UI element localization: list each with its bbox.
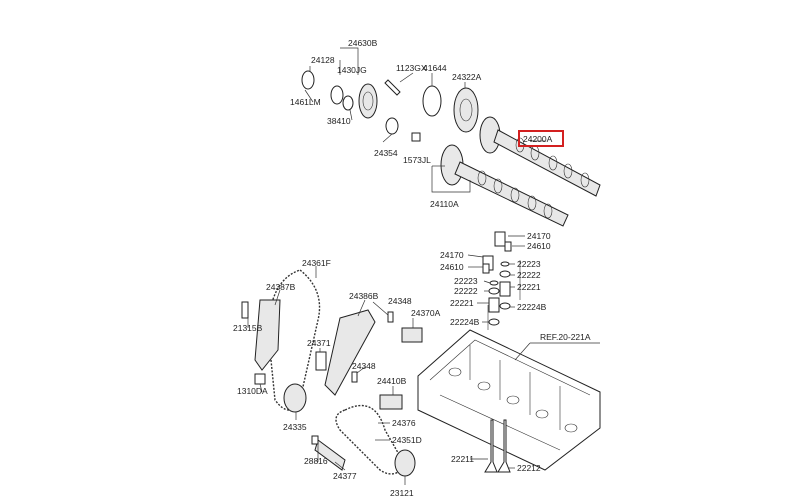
- ring-24128[interactable]: [330, 85, 344, 105]
- label-24348b[interactable]: 24348: [352, 361, 376, 371]
- label-1461LM[interactable]: 1461LM: [290, 97, 321, 107]
- label-1430JG[interactable]: 1430JG: [337, 65, 367, 75]
- bolt-1310DA[interactable]: [254, 373, 266, 385]
- cam-lobes-2: [477, 170, 553, 219]
- tensioner-arm-24386B[interactable]: [324, 309, 376, 396]
- label-ref-20-221A[interactable]: REF.20-221A: [540, 332, 591, 342]
- label-22223b[interactable]: 22223: [454, 276, 478, 286]
- ring-38410[interactable]: [342, 95, 354, 111]
- rocker-24170a[interactable]: [494, 231, 506, 247]
- valve-22211[interactable]: [484, 419, 498, 473]
- lash-24610b[interactable]: [482, 263, 490, 274]
- chain-24376[interactable]: [335, 404, 406, 475]
- tensioner-24370A[interactable]: [401, 327, 423, 343]
- label-24200A[interactable]: 24200A: [523, 134, 553, 144]
- spring-22221a[interactable]: [499, 281, 511, 297]
- label-24630B[interactable]: 24630B: [348, 38, 378, 48]
- sprocket-hub: [459, 98, 473, 122]
- cylinder-head: [417, 329, 601, 471]
- sprocket-24630B[interactable]: [358, 83, 378, 119]
- guide-24377[interactable]: [314, 439, 346, 471]
- pin-24348b[interactable]: [351, 371, 358, 383]
- timing-chain-group: [241, 269, 423, 477]
- bolt-24354[interactable]: [411, 132, 421, 142]
- spring-22221b[interactable]: [488, 297, 500, 313]
- guide-24387B[interactable]: [254, 299, 281, 371]
- valve-train-group: [482, 231, 521, 330]
- part-labels: 24630B 24128 1430JG 1123GX 41644 24322A …: [233, 38, 591, 498]
- label-23121[interactable]: 23121: [390, 488, 414, 498]
- cylinder-head-body[interactable]: [417, 329, 601, 471]
- plate-41644[interactable]: [422, 85, 442, 117]
- label-22212[interactable]: 22212: [517, 463, 541, 473]
- sprocket-23121[interactable]: [394, 449, 416, 477]
- tensioner-24410B[interactable]: [379, 394, 403, 410]
- label-22221b[interactable]: 22221: [450, 298, 474, 308]
- label-22211[interactable]: 22211: [451, 454, 474, 464]
- label-1573JL[interactable]: 1573JL: [403, 155, 431, 165]
- pin-24348a[interactable]: [387, 311, 394, 323]
- label-22222a[interactable]: 22222: [517, 270, 541, 280]
- label-24610a[interactable]: 24610: [527, 241, 551, 251]
- label-24351D[interactable]: 24351D: [392, 435, 422, 445]
- bolt-1123GX[interactable]: [384, 79, 401, 96]
- top-leader-lines: [304, 47, 545, 193]
- label-24170b[interactable]: 24170: [440, 250, 464, 260]
- lower-leader-lines: [247, 235, 600, 485]
- sprocket-24335[interactable]: [283, 383, 307, 413]
- label-24128[interactable]: 24128: [311, 55, 335, 65]
- label-24610b[interactable]: 24610: [440, 262, 464, 272]
- label-24170a[interactable]: 24170: [527, 231, 551, 241]
- retainer-22222b[interactable]: [488, 287, 500, 295]
- part-24371[interactable]: [315, 351, 327, 371]
- seal-ring-1461LM[interactable]: [301, 70, 315, 90]
- label-24110A[interactable]: 24110A: [430, 199, 459, 209]
- label-22222b[interactable]: 22222: [454, 286, 478, 296]
- label-24348a[interactable]: 24348: [388, 296, 412, 306]
- valve-22212[interactable]: [497, 419, 511, 473]
- label-24370A[interactable]: 24370A: [411, 308, 441, 318]
- head-bores: [448, 367, 578, 433]
- valve-axis: [487, 260, 521, 330]
- seal-22224Bb[interactable]: [488, 318, 500, 326]
- label-24387B[interactable]: 24387B: [266, 282, 296, 292]
- label-1310DA[interactable]: 1310DA: [237, 386, 268, 396]
- label-22224Bb[interactable]: 22224B: [450, 317, 480, 327]
- label-22221a[interactable]: 22221: [517, 282, 541, 292]
- label-24335[interactable]: 24335: [283, 422, 307, 432]
- label-38410[interactable]: 38410: [327, 116, 351, 126]
- head-details: [429, 339, 591, 451]
- highlight-box: [518, 130, 564, 147]
- lash-24610a[interactable]: [504, 241, 512, 252]
- valves-group: [484, 419, 511, 473]
- keeper-22223a[interactable]: [500, 261, 510, 267]
- retainer-22222a[interactable]: [499, 270, 511, 278]
- ring-small[interactable]: [385, 117, 399, 135]
- sprocket-24322A[interactable]: [453, 87, 479, 133]
- part-28816[interactable]: [311, 435, 319, 445]
- keeper-22223b[interactable]: [489, 280, 499, 286]
- label-24322A[interactable]: 24322A: [452, 72, 482, 82]
- label-24376[interactable]: 24376: [392, 418, 416, 428]
- chain-24361F[interactable]: [267, 269, 321, 411]
- label-24410B[interactable]: 24410B: [377, 376, 407, 386]
- seal-22224Ba[interactable]: [499, 302, 511, 310]
- bolt-21315B[interactable]: [241, 301, 249, 319]
- label-24386B[interactable]: 24386B: [349, 291, 379, 301]
- label-21315B[interactable]: 21315B: [233, 323, 263, 333]
- label-24361F[interactable]: 24361F: [302, 258, 331, 268]
- label-28816[interactable]: 28816: [304, 456, 328, 466]
- label-22223a[interactable]: 22223: [517, 259, 541, 269]
- label-24377[interactable]: 24377: [333, 471, 357, 481]
- label-1123GX[interactable]: 1123GX: [396, 63, 427, 73]
- sprocket-hub: [362, 91, 374, 111]
- cam-lobes: [515, 137, 590, 188]
- label-24354[interactable]: 24354: [374, 148, 398, 158]
- label-22224Ba[interactable]: 22224B: [517, 302, 547, 312]
- label-41644[interactable]: 41644: [423, 63, 447, 73]
- camshaft-24110A[interactable]: [454, 161, 569, 227]
- label-24371[interactable]: 24371: [307, 338, 331, 348]
